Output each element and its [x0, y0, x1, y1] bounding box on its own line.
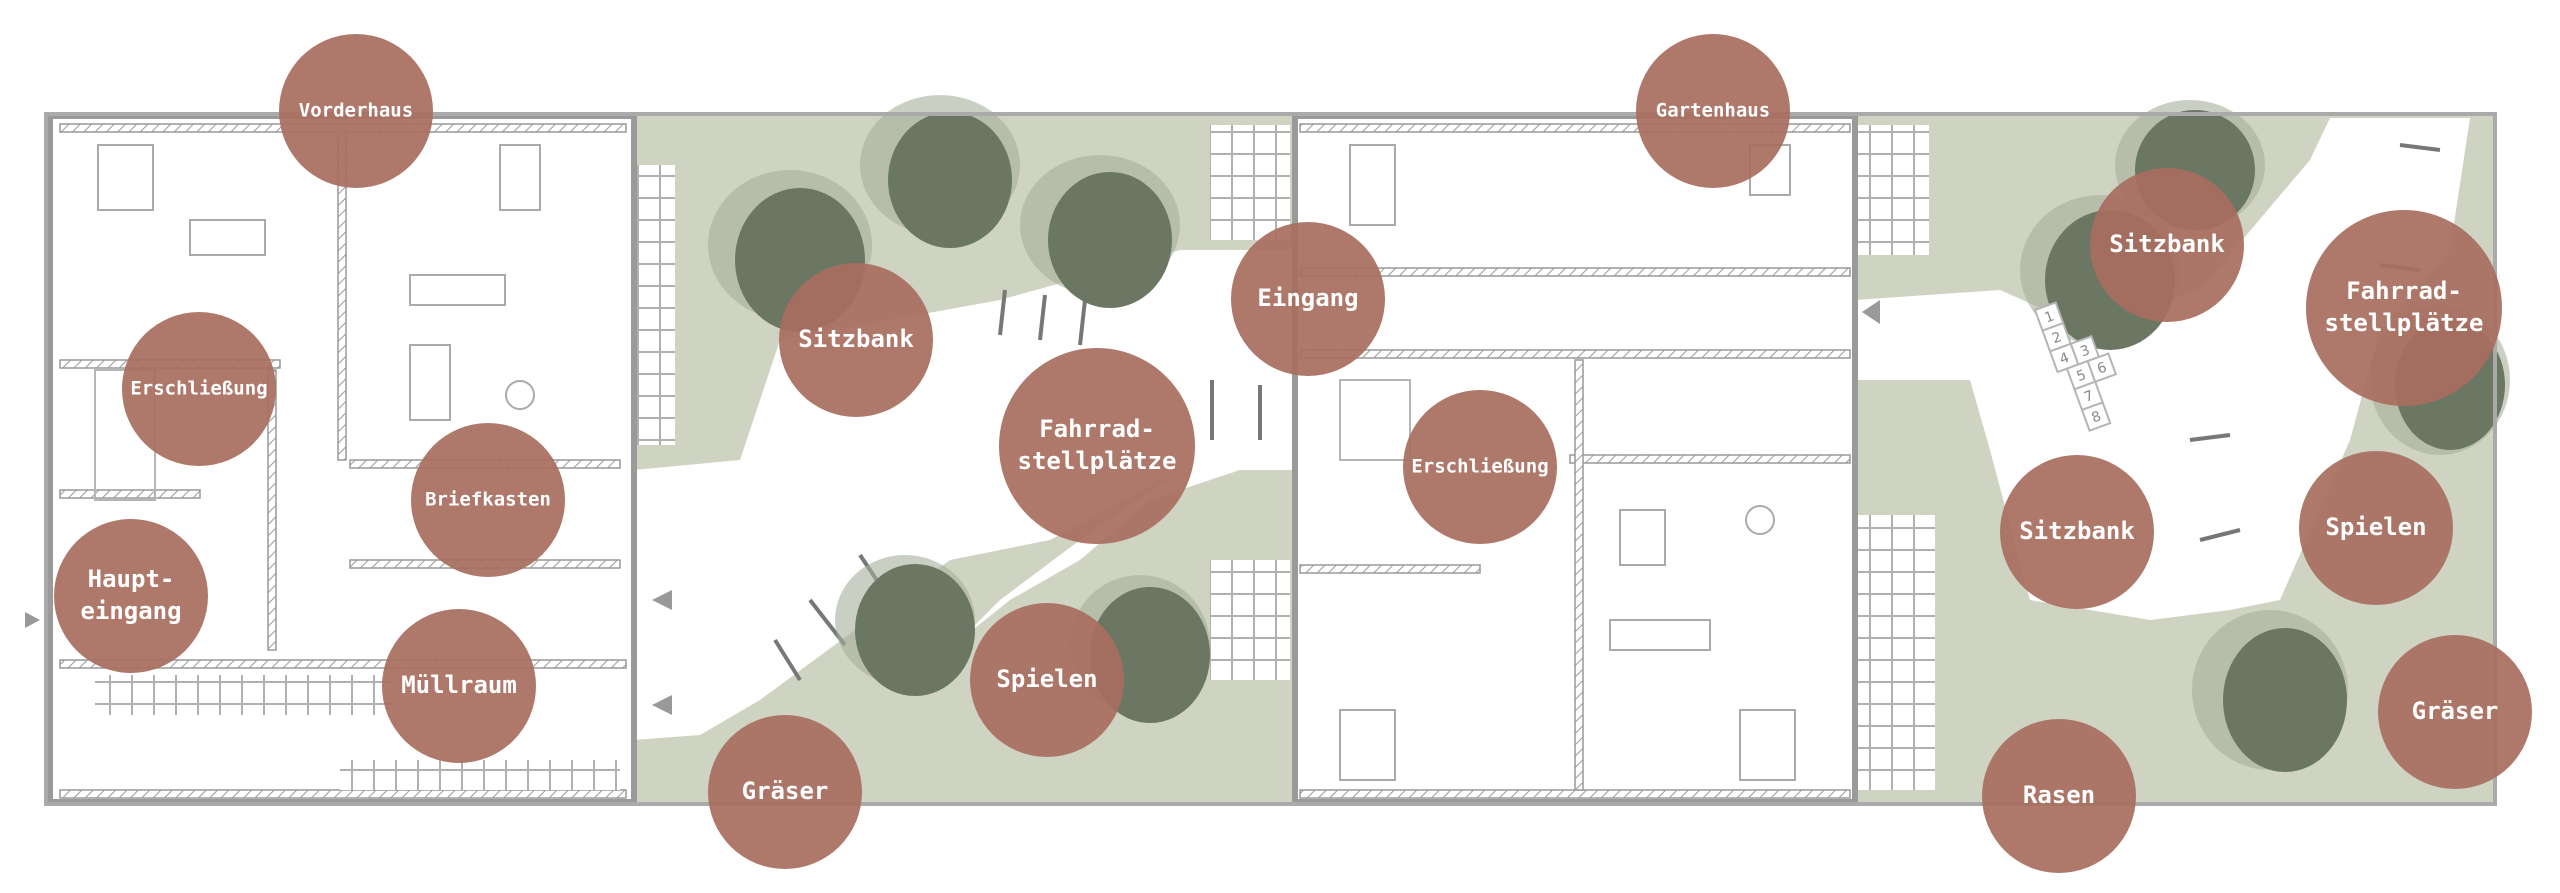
label-spielen-front[interactable]: Spielen: [970, 603, 1124, 757]
label-fahrradstellplaetze-garden[interactable]: Fahrrad- stellplätze: [2306, 210, 2502, 406]
label-text: Sitzbank: [2109, 230, 2225, 258]
label-text: Haupt-: [88, 565, 175, 593]
label-vorderhaus[interactable]: Vorderhaus: [279, 34, 433, 188]
label-rasen[interactable]: Rasen: [1982, 719, 2136, 873]
tree-icon: [860, 95, 1020, 248]
label-sitzbank-garden[interactable]: Sitzbank: [2000, 455, 2154, 609]
label-text: Gräser: [2412, 697, 2499, 725]
label-text: Erschließung: [130, 378, 267, 400]
building-garden: [1292, 113, 1858, 805]
entrance-arrow-icon: [652, 695, 672, 715]
tree-icon: [835, 555, 975, 696]
tree-icon: [1020, 155, 1180, 308]
storage-lockers: [95, 675, 620, 790]
hopscotch: 1 2 3 4 5 6 7 8: [2033, 301, 2118, 432]
terrace-tiles: [1210, 125, 1290, 240]
label-graeser-front[interactable]: Gräser: [708, 715, 862, 869]
label-text: Fahrrad-: [2346, 277, 2462, 305]
label-sitzbank-garden-top[interactable]: Sitzbank: [2090, 168, 2244, 322]
label-erschliessung-garden[interactable]: Erschließung: [1403, 390, 1557, 544]
label-text: Müllraum: [401, 671, 517, 699]
entrance-arrow-icon: [652, 590, 672, 610]
terrace-tiles: [1210, 560, 1290, 680]
label-text: Spielen: [996, 665, 1097, 693]
label-text: Sitzbank: [798, 325, 914, 353]
terrace-tiles: [1857, 125, 1929, 255]
label-fahrradstellplaetze-front[interactable]: Fahrrad- stellplätze: [999, 348, 1195, 544]
label-briefkasten[interactable]: Briefkasten: [411, 423, 565, 577]
label-text: stellplätze: [2325, 309, 2484, 337]
site-boundary: [44, 112, 2497, 806]
label-text: stellplätze: [1018, 447, 1177, 475]
label-eingang[interactable]: Eingang: [1231, 222, 1385, 376]
label-spielen-garden[interactable]: Spielen: [2299, 451, 2453, 605]
label-text: Gartenhaus: [1656, 100, 1770, 122]
labels: Vorderhaus Erschließung Briefkasten Haup…: [54, 34, 2532, 873]
tree-icon: [2192, 610, 2348, 772]
label-haupteingang[interactable]: Haupt- eingang: [54, 519, 208, 673]
label-text: Briefkasten: [425, 489, 551, 511]
terrace-tiles: [1855, 515, 1935, 790]
label-text: Fahrrad-: [1039, 415, 1155, 443]
entrance-arrow-icon: [25, 612, 40, 628]
label-text: Erschließung: [1411, 456, 1548, 478]
label-text: Spielen: [2325, 513, 2426, 541]
label-text: Rasen: [2023, 781, 2095, 809]
label-text: Sitzbank: [2019, 517, 2135, 545]
label-sitzbank-front[interactable]: Sitzbank: [779, 263, 933, 417]
label-gartenhaus[interactable]: Gartenhaus: [1636, 34, 1790, 188]
label-text: Vorderhaus: [299, 100, 413, 122]
label-text: eingang: [80, 597, 181, 625]
label-text: Eingang: [1257, 284, 1358, 312]
label-text: Gräser: [742, 777, 829, 805]
label-muellraum[interactable]: Müllraum: [382, 609, 536, 763]
label-erschliessung-front[interactable]: Erschließung: [122, 312, 276, 466]
label-graeser-garden[interactable]: Gräser: [2378, 635, 2532, 789]
entrance-arrow-icon: [1862, 300, 1880, 324]
